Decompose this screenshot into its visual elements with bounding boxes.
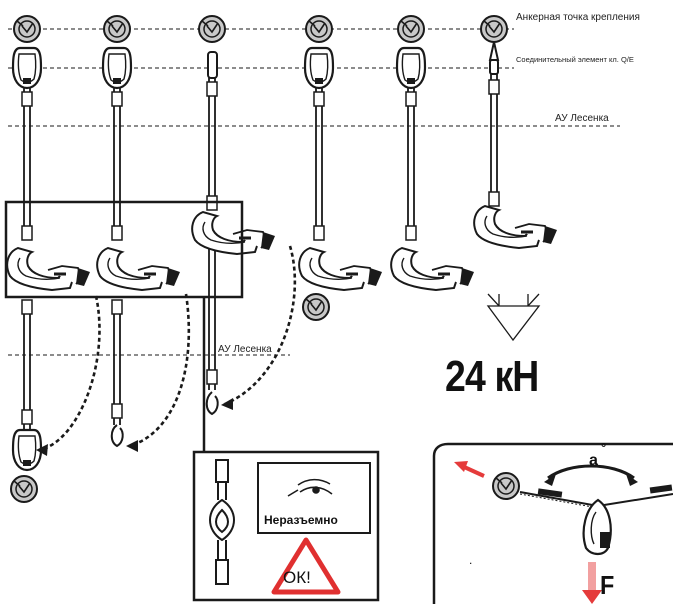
arrow-head-icon bbox=[36, 398, 233, 456]
clip-icon bbox=[207, 41, 500, 79]
anchor-point-icon bbox=[302, 293, 330, 321]
angle-force-panel bbox=[432, 442, 673, 604]
move-arrows bbox=[39, 245, 297, 452]
connector-label: Соединительный элемент кл. Q/E bbox=[516, 55, 634, 64]
arrow-down-icon bbox=[486, 293, 541, 342]
force-value-label: 24 кН bbox=[445, 352, 539, 401]
non-separable-label: Неразъемно bbox=[264, 513, 338, 527]
anchor-point-label: Анкерная точка крепления bbox=[516, 12, 640, 23]
snap-hook-icon bbox=[5, 204, 559, 292]
anchor-point-icon bbox=[10, 475, 38, 503]
force-symbol: F bbox=[600, 570, 615, 600]
lanyard-loop-icon bbox=[209, 459, 235, 585]
angle-symbol: a bbox=[589, 452, 598, 469]
highlight-frame bbox=[4, 200, 244, 299]
small-hook-icon bbox=[110, 391, 219, 448]
lanyard-sleeves bbox=[21, 79, 500, 425]
ladder-label-mid: АУ Лесенка bbox=[218, 344, 272, 355]
reference-lines bbox=[8, 28, 620, 356]
non-separable-panel bbox=[192, 450, 380, 602]
ladder-label-top: АУ Лесенка bbox=[555, 113, 609, 124]
ok-label: ОК! bbox=[283, 568, 311, 587]
lanyard-lines bbox=[23, 74, 498, 430]
degree-symbol: ° bbox=[601, 440, 607, 455]
warning-triangle-icon bbox=[271, 537, 341, 595]
dot-mark: . bbox=[469, 553, 473, 567]
eye-icon bbox=[287, 478, 333, 497]
